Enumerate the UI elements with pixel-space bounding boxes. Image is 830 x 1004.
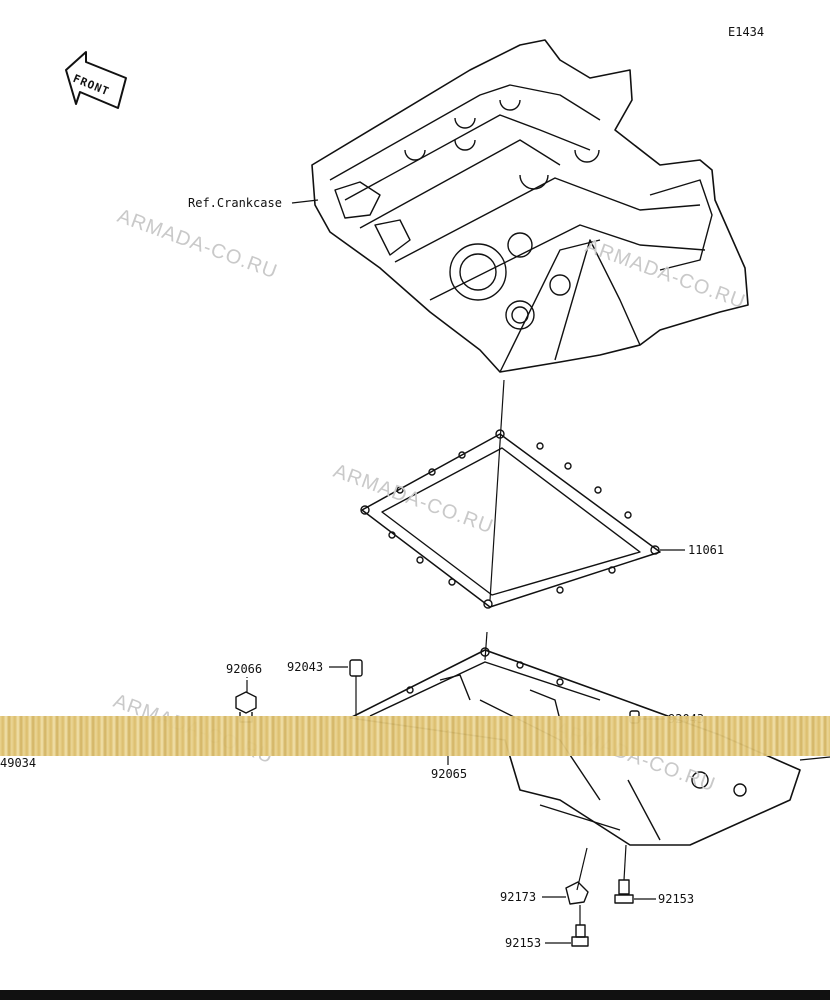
label-92153-bottom: 92153	[505, 936, 542, 950]
gasket-drawing	[360, 429, 661, 609]
label-49034: 49034	[0, 756, 37, 770]
oil-pan-drawing	[349, 647, 801, 846]
bolt-bottom-icon	[571, 905, 589, 947]
clamp-icon	[565, 847, 589, 905]
label-92173: 92173	[500, 890, 537, 904]
bottom-bar	[0, 990, 830, 1000]
label-92043-left: 92043	[287, 660, 324, 674]
bolt-right-icon	[614, 844, 634, 904]
crankcase-drawing	[311, 39, 749, 373]
label-ref-crankcase: Ref.Crankcase	[188, 196, 282, 210]
diagram-code: E1434	[728, 25, 765, 39]
label-11061: 11061	[688, 543, 725, 557]
label-92066: 92066	[226, 662, 263, 676]
overlay-band	[0, 716, 830, 756]
front-arrow-icon	[65, 51, 127, 109]
label-92065: 92065	[431, 767, 468, 781]
dowel-pin-left-icon	[349, 659, 363, 716]
label-92153-right: 92153	[658, 892, 695, 906]
